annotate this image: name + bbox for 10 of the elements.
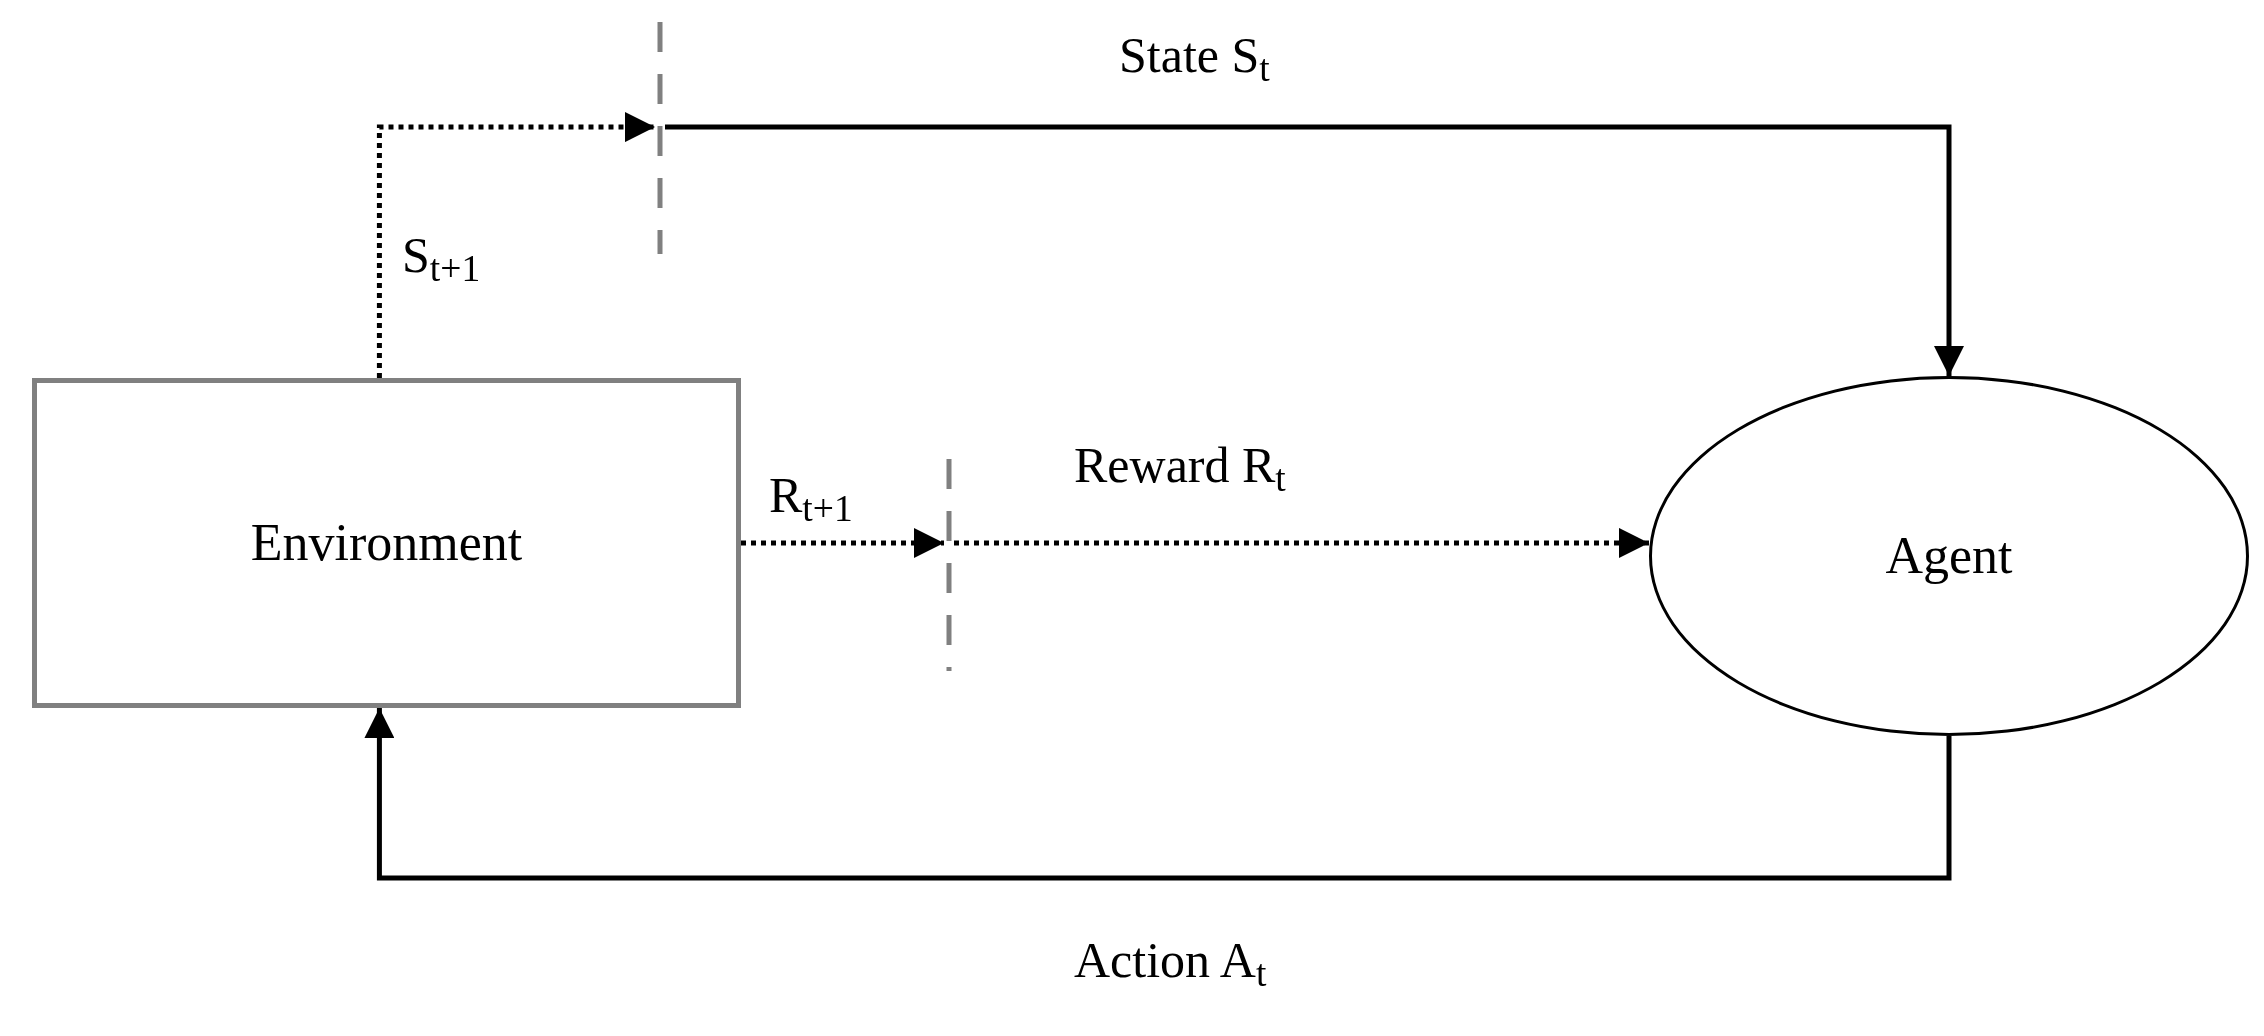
arrow <box>376 112 655 378</box>
arrow <box>665 124 1964 376</box>
arrow <box>364 708 1952 881</box>
dashed-marker-line <box>655 22 665 254</box>
arrow <box>741 528 944 558</box>
dashed-marker-line <box>944 459 954 671</box>
process-box <box>32 378 741 708</box>
node-label: Agent <box>1885 526 2013 586</box>
arrow <box>954 527 1649 558</box>
node-label: Environment <box>250 513 523 573</box>
